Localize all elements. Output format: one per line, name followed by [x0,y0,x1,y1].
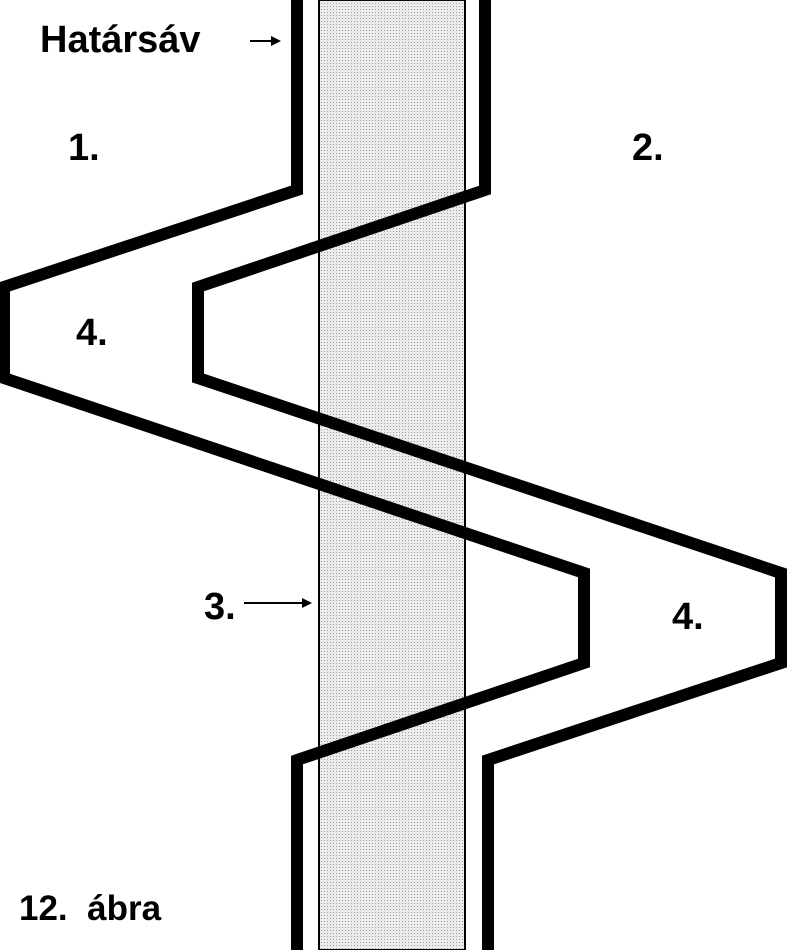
region-3-arrow-shaft [244,602,304,604]
boundary-strip-arrow-shaft [250,40,272,42]
region-3-label: 3. [204,586,236,628]
region-3-arrow-head [302,598,312,608]
figure-caption: 12. ábra [19,889,162,928]
boundary-strip-label: Határsáv [40,19,201,61]
region-4-left-label: 4. [76,312,108,354]
right-boundary-line [192,0,787,950]
boundary-strip-arrow-head [271,36,281,46]
region-2-label: 2. [632,127,664,169]
region-1-label: 1. [68,127,100,169]
left-boundary-line [0,0,590,950]
boundary-strip [318,0,466,950]
region-4-right-label: 4. [672,596,704,638]
